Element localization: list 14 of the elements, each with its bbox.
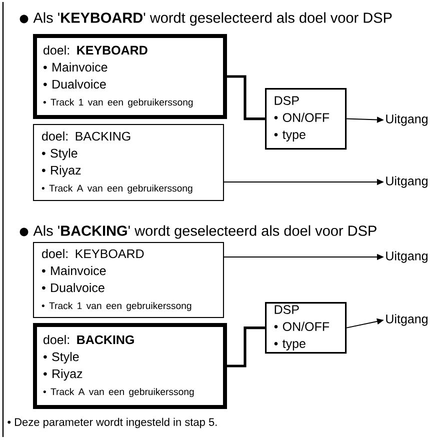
connector xyxy=(227,75,265,120)
target-box: doel: KEYBOARD • Mainvoice • Dualvoice • Track 1 van een gebruikerssong xyxy=(33,34,227,119)
output-label: Uitgang xyxy=(386,251,428,263)
target-box: doel: KEYBOARD • Mainvoice • Dualvoice • Track 1 van een gebruikerssong xyxy=(33,242,224,318)
target-box: doel: BACKING • Style • Riyaz • Track A van een gebruikerssong xyxy=(33,124,224,201)
dsp-box: DSP • ON/OFF • type xyxy=(265,302,347,354)
output-label: Uitgang xyxy=(386,314,428,326)
target-box: doel: BACKING • Style • Riyaz • Track A van een gebruikerssong xyxy=(33,323,227,409)
connector xyxy=(227,326,265,368)
note: • Deze parameter wordt ingesteld in stap 5. xyxy=(8,418,217,428)
dsp-box: DSP • ON/OFF • type xyxy=(265,88,347,150)
heading: Als 'BACKING' wordt geselecteerd als doel voor DSP xyxy=(33,225,376,239)
output-label: Uitgang xyxy=(386,114,428,126)
output-label: Uitgang xyxy=(386,176,428,188)
